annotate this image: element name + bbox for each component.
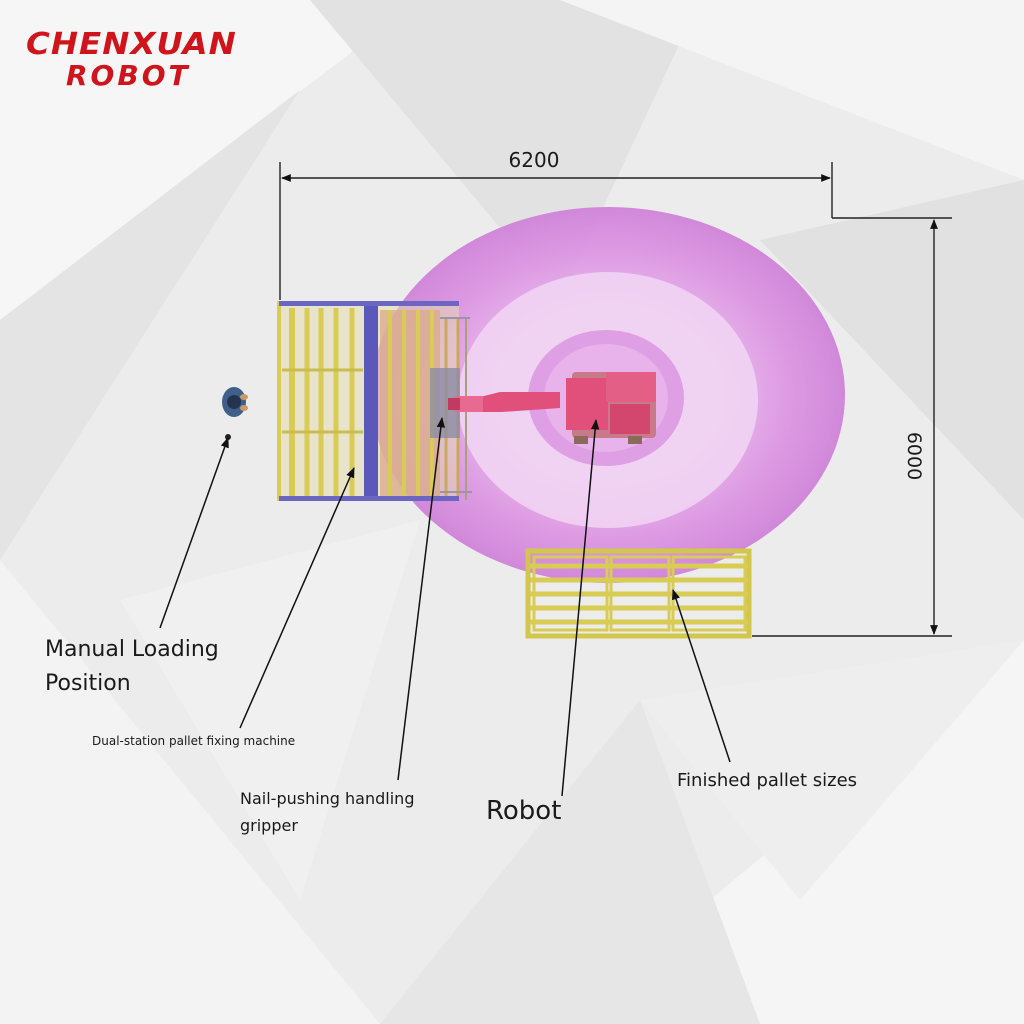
operator-figure [222, 387, 248, 440]
brand-line2: ROBOT [66, 59, 191, 92]
nail-gripper-label: Nail-pushing handling gripper [240, 785, 414, 839]
leader-robot [561, 418, 600, 797]
manual-loading-label: Manual Loading Position [45, 633, 219, 701]
width-dimension-line [279, 162, 952, 300]
brand-line1: CHENXUAN [26, 27, 237, 62]
dual-station-label: Dual-station pallet fixing machine [92, 734, 296, 748]
leader-manual-loading [159, 437, 229, 629]
finished-pallet [525, 548, 752, 639]
leader-finished-pallet [671, 589, 731, 763]
height-dimension-label: 6000 [903, 431, 925, 481]
width-dimension-label: 6200 [508, 148, 560, 172]
leader-dual-station [239, 467, 355, 729]
nail-gripper-line2: gripper [240, 816, 298, 835]
height-dimension-line [752, 219, 952, 637]
leader-nail-gripper [397, 416, 446, 781]
dual-station-fixing-machine [277, 301, 472, 501]
robot-label: Robot [486, 796, 562, 826]
nail-gripper-line1: Nail-pushing handling [240, 789, 415, 808]
manual-loading-line1: Manual Loading [45, 637, 219, 662]
manual-loading-line2: Position [45, 671, 131, 696]
brand-logo: CHENXUAN ROBOT [26, 30, 236, 92]
finished-pallet-label: Finished pallet sizes [677, 770, 858, 791]
